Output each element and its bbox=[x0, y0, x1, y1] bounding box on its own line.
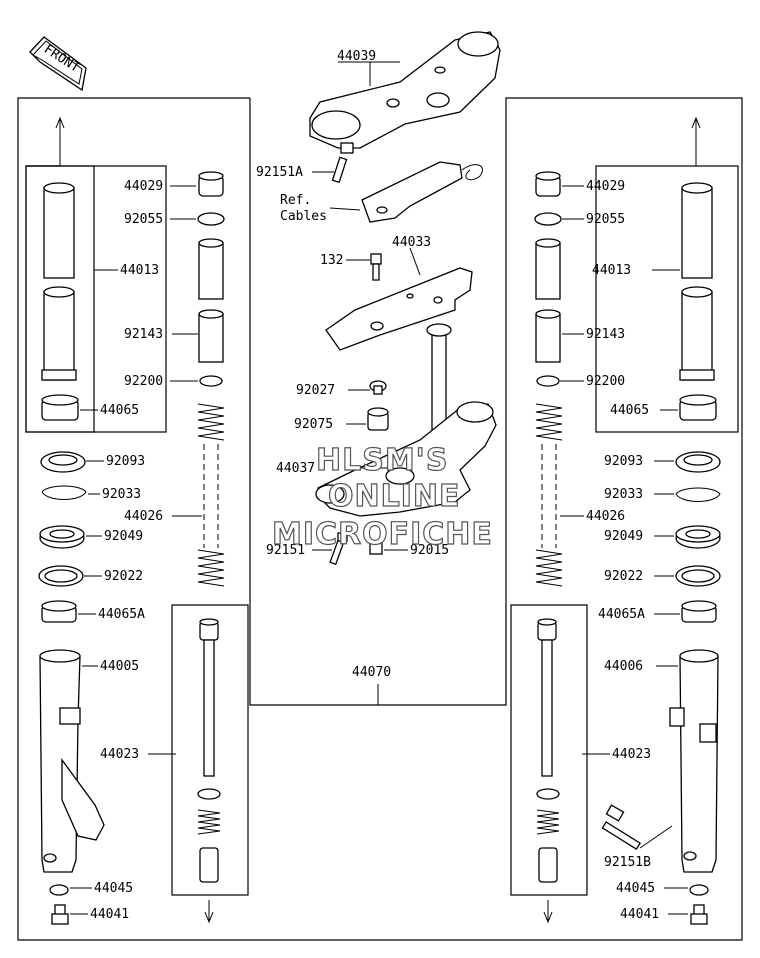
label-l44005: 44005 bbox=[100, 659, 139, 674]
label-l92049: 92049 bbox=[104, 529, 143, 544]
right-inner-parts: 44029 92055 92143 92200 44026 44023 bbox=[534, 171, 651, 924]
label-r92151B: 92151B bbox=[604, 855, 651, 870]
label-44070: 44070 bbox=[352, 665, 391, 680]
label-l44026: 44026 bbox=[124, 509, 163, 524]
label-r44026: 44026 bbox=[586, 509, 625, 524]
watermark: HLSM'S ONLINE MICROFICHE bbox=[271, 442, 493, 552]
right-fork: 44013 44065 92093 92033 92049 92022 4406… bbox=[592, 116, 721, 925]
label-r44006: 44006 bbox=[604, 659, 643, 674]
label-l92055: 92055 bbox=[124, 212, 163, 227]
label-44033: 44033 bbox=[392, 235, 431, 250]
label-l92093: 92093 bbox=[106, 454, 145, 469]
upper-bracket-44039: 44039 bbox=[309, 31, 501, 149]
damper-92075: 92075 bbox=[294, 407, 389, 432]
nut-92015: 92015 bbox=[369, 541, 449, 558]
label-l44029: 44029 bbox=[124, 179, 163, 194]
left-fork: 44013 44065 92093 92033 92049 92022 4406… bbox=[38, 116, 159, 925]
frame-outline bbox=[17, 97, 743, 941]
left-inner-parts: 44029 92055 92143 92200 44026 44023 bbox=[100, 171, 225, 924]
cover-44033: 44033 bbox=[325, 235, 473, 351]
label-r44023: 44023 bbox=[612, 747, 651, 762]
label-l92143: 92143 bbox=[124, 327, 163, 342]
label-r92093: 92093 bbox=[604, 454, 643, 469]
label-r44041: 44041 bbox=[620, 907, 659, 922]
label-l44065: 44065 bbox=[100, 403, 139, 418]
watermark-line-2: ONLINE bbox=[328, 479, 461, 514]
label-r92022: 92022 bbox=[604, 569, 643, 584]
label-l92022: 92022 bbox=[104, 569, 143, 584]
label-l44065A: 44065A bbox=[98, 607, 145, 622]
label-92151A: 92151A bbox=[256, 165, 303, 180]
label-r44065: 44065 bbox=[610, 403, 649, 418]
label-44039: 44039 bbox=[337, 49, 376, 64]
stem-44037: 44037 bbox=[276, 323, 497, 517]
label-132: 132 bbox=[320, 253, 343, 268]
bolt-132: 132 bbox=[320, 253, 382, 281]
label-l92033: 92033 bbox=[102, 487, 141, 502]
watermark-line-1: HLSM'S bbox=[316, 443, 448, 478]
label-92151: 92151 bbox=[266, 543, 305, 558]
label-r44013: 44013 bbox=[592, 263, 631, 278]
collar-92027: 92027 bbox=[296, 380, 387, 398]
label-l92200: 92200 bbox=[124, 374, 163, 389]
ref-label-2: Cables bbox=[280, 209, 327, 224]
ref-label-1: Ref. bbox=[280, 193, 311, 208]
label-r44045: 44045 bbox=[616, 881, 655, 896]
label-r92200: 92200 bbox=[586, 374, 625, 389]
bolt-92151: 92151 bbox=[266, 532, 348, 566]
label-r44065A: 44065A bbox=[598, 607, 645, 622]
label-l44041: 44041 bbox=[90, 907, 129, 922]
watermark-line-3: MICROFICHE bbox=[272, 517, 493, 552]
label-r92049: 92049 bbox=[604, 529, 643, 544]
label-r92143: 92143 bbox=[586, 327, 625, 342]
label-r44029: 44029 bbox=[586, 179, 625, 194]
label-l44045: 44045 bbox=[94, 881, 133, 896]
label-92027: 92027 bbox=[296, 383, 335, 398]
front-arrow-badge: FRONT bbox=[29, 36, 87, 92]
label-92015: 92015 bbox=[410, 543, 449, 558]
label-l44023: 44023 bbox=[100, 747, 139, 762]
label-l44013: 44013 bbox=[120, 263, 159, 278]
label-r92055: 92055 bbox=[586, 212, 625, 227]
label-44037: 44037 bbox=[276, 461, 315, 476]
label-r92033: 92033 bbox=[604, 487, 643, 502]
bolt-92151A: 92151A bbox=[256, 142, 354, 184]
label-92075: 92075 bbox=[294, 417, 333, 432]
cable-guide: Ref. Cables bbox=[280, 161, 483, 224]
